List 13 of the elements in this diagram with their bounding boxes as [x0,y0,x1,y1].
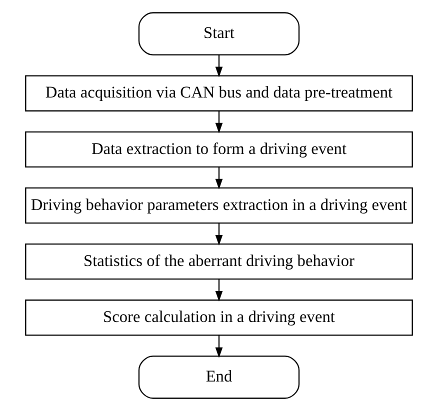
node-box: Statistics of the aberrant driving behavior [24,243,412,280]
node-box: Start [138,12,300,56]
arrow [214,54,222,78]
node-box: Driving behavior parameters extraction in a driving event [24,187,412,224]
node-box: Data extraction to form a driving event [24,131,412,168]
arrow [214,167,222,190]
arrow [214,110,222,134]
arrow [214,223,222,246]
arrow [214,335,222,358]
node-box: End [138,356,300,399]
node-box: Score calculation in a driving event [24,300,412,336]
arrow [214,279,222,302]
node-box: Data acquisition via CAN bus and data pre-treatment [24,75,412,112]
